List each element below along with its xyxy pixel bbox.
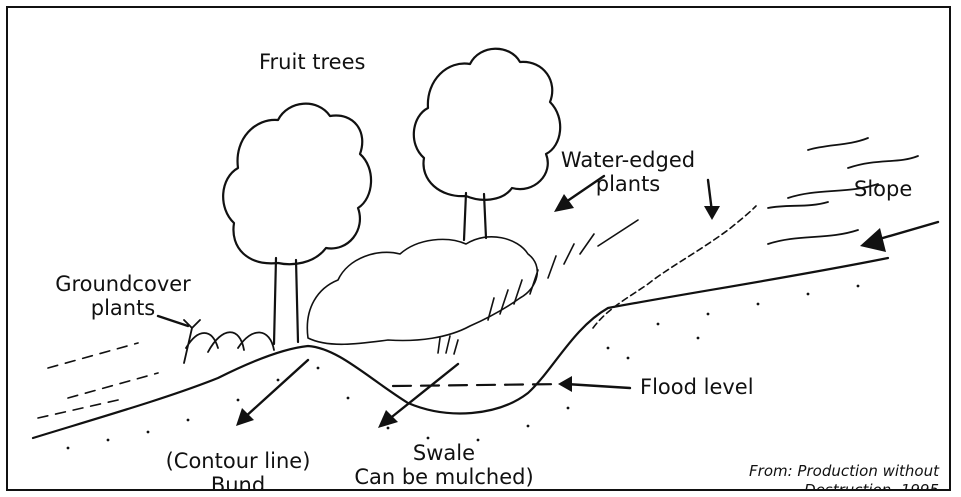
arrow-slope xyxy=(876,222,938,240)
groundcover-plants xyxy=(184,320,274,363)
water-edged-line1: Water-edged xyxy=(553,148,703,172)
groundcover-plants-label: Groundcover plants xyxy=(38,272,208,320)
swale-illustration xyxy=(8,8,949,489)
shrub-mass xyxy=(307,237,537,344)
diagram-frame: Fruit trees Water-edged plants Slope Gro… xyxy=(6,6,951,491)
credit-line2: Destruction, 1995 xyxy=(749,481,939,491)
fruit-trees-label: Fruit trees xyxy=(259,50,365,74)
water-edged-grass xyxy=(438,220,638,354)
arrow-flood-level xyxy=(566,384,630,388)
flood-level-label: Flood level xyxy=(640,375,754,399)
arrow-contour xyxy=(244,360,308,418)
credit-line1: From: Production without xyxy=(749,462,939,481)
arrow-swale-head xyxy=(378,410,398,428)
arrow-water-edged-head xyxy=(554,194,574,212)
arrow-swale xyxy=(388,364,458,420)
tree-2-canopy xyxy=(414,49,560,200)
swale-text: Swale xyxy=(344,441,544,465)
tree-1-canopy xyxy=(223,104,371,265)
flood-level-line xyxy=(393,384,568,386)
source-credit: From: Production without Destruction, 19… xyxy=(749,462,939,491)
slope-label: Slope xyxy=(854,177,912,201)
groundcover-line2: plants xyxy=(38,296,208,320)
groundcover-line1: Groundcover xyxy=(38,272,208,296)
can-be-mulched-text: Can be mulched) xyxy=(344,465,544,489)
arrow-slope-head xyxy=(860,228,886,252)
tree-1-trunk xyxy=(274,258,298,344)
swale-label: Swale Can be mulched) xyxy=(344,441,544,489)
water-edged-line2: plants xyxy=(553,172,703,196)
right-bank-plants xyxy=(593,206,756,328)
contour-line-text: (Contour line) xyxy=(148,449,328,473)
contour-bund-label: (Contour line) Bund xyxy=(148,449,328,491)
bund-text: Bund xyxy=(148,473,328,491)
bank-dashes xyxy=(38,343,158,418)
arrow-flood-level-head xyxy=(558,376,572,392)
arrow-water-edged-2-head xyxy=(704,206,720,220)
water-edged-plants-label: Water-edged plants xyxy=(553,148,703,196)
